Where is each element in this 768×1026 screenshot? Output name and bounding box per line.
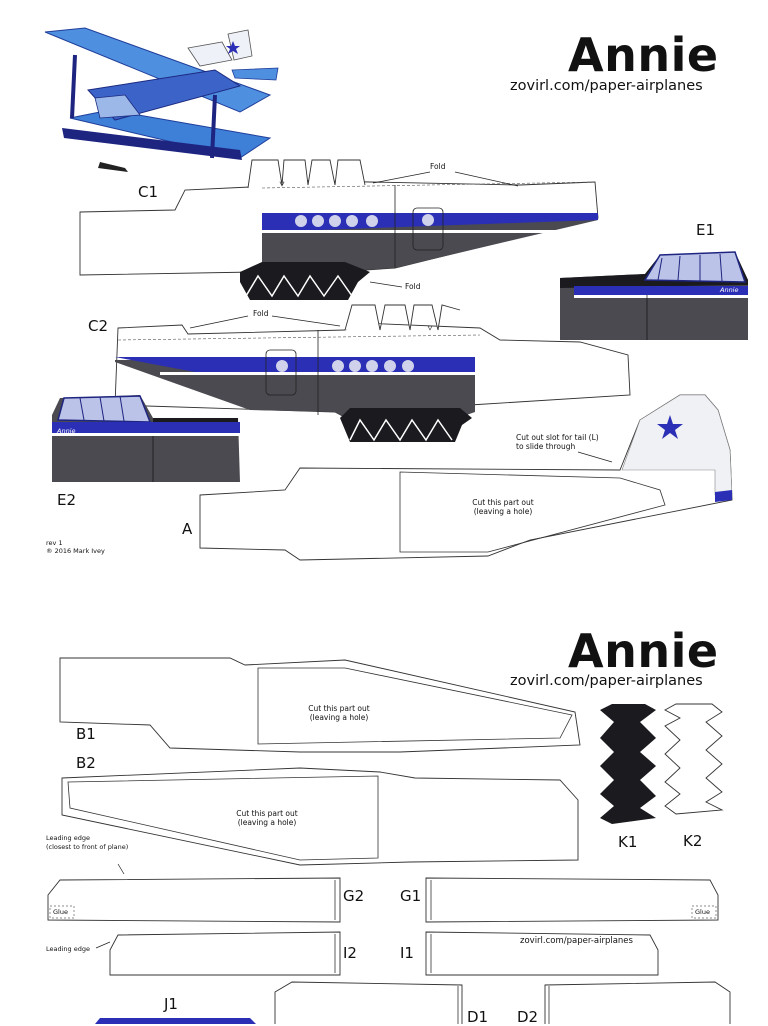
label-g1: G1: [400, 887, 422, 905]
part-g1: [425, 877, 719, 923]
part-k2: [664, 703, 724, 815]
label-b1: B1: [76, 725, 96, 743]
tail-slot-note-line2: to slide through: [516, 442, 576, 451]
sheet1-title: Annie: [568, 28, 719, 82]
part-d1: [274, 981, 463, 1024]
part-i2: [95, 931, 341, 976]
part-c1: [79, 159, 599, 300]
label-a: A: [182, 520, 193, 538]
leading-edge-short-note: Leading edge: [46, 945, 90, 953]
part-d2: [544, 981, 731, 1024]
label-e1: E1: [696, 221, 716, 239]
part-e2: [52, 395, 240, 482]
wing-url: zovirl.com/paper-airplanes: [520, 936, 633, 946]
label-i2: I2: [343, 944, 357, 962]
cut-note-a-line2: (leaving a hole): [473, 507, 533, 516]
part-j1: [95, 1018, 256, 1024]
cut-note-b1-line2: (leaving a hole): [309, 713, 369, 722]
fold-label-c1-top: Fold: [430, 162, 446, 171]
leading-edge-note-line2: (closest to front of plane): [46, 843, 129, 851]
sheet2-title: Annie: [568, 624, 719, 678]
label-k2: K2: [683, 832, 703, 850]
label-i1: I1: [400, 944, 414, 962]
annie-tag-e1: Annie: [720, 286, 739, 294]
fold-label-c1-bottom: Fold: [405, 282, 421, 291]
cut-note-b1-line1: Cut this part out: [308, 704, 370, 713]
annie-tag-e2: Annie: [57, 427, 76, 435]
part-i1: [425, 931, 659, 976]
tail-slot-note-line1: Cut out slot for tail (L): [516, 433, 599, 442]
cut-note-b2-line1: Cut this part out: [236, 809, 298, 818]
fold-label-c2: Fold: [253, 309, 269, 318]
part-e1: [560, 251, 748, 340]
cut-note-b2-line2: (leaving a hole): [237, 818, 297, 827]
part-b2: [61, 767, 579, 866]
part-g2: [47, 863, 341, 923]
glue-tab-g1: Glue: [695, 908, 710, 916]
copyright-label: ® 2016 Mark Ivey: [46, 547, 105, 555]
part-k1: [600, 704, 656, 824]
revision-label: rev 1: [46, 539, 63, 547]
label-g2: G2: [343, 887, 365, 905]
label-b2: B2: [76, 754, 96, 772]
label-d1: D1: [467, 1008, 489, 1026]
part-b1: [59, 657, 581, 753]
part-a: [199, 394, 733, 561]
sheet1-url: zovirl.com/paper-airplanes: [510, 78, 703, 94]
cut-note-a-line1: Cut this part out: [472, 498, 534, 507]
label-k1: K1: [618, 833, 638, 851]
label-j1: J1: [164, 995, 178, 1013]
glue-tab-g2: Glue: [53, 908, 68, 916]
sheet2-url: zovirl.com/paper-airplanes: [510, 673, 703, 689]
part-c2: [114, 304, 631, 442]
leading-edge-note-line1: Leading edge: [46, 834, 90, 842]
label-c1: C1: [138, 183, 159, 201]
label-c2: C2: [88, 317, 109, 335]
biplane-illustration: [44, 27, 279, 172]
label-d2: D2: [517, 1008, 539, 1026]
label-e2: E2: [57, 491, 77, 509]
